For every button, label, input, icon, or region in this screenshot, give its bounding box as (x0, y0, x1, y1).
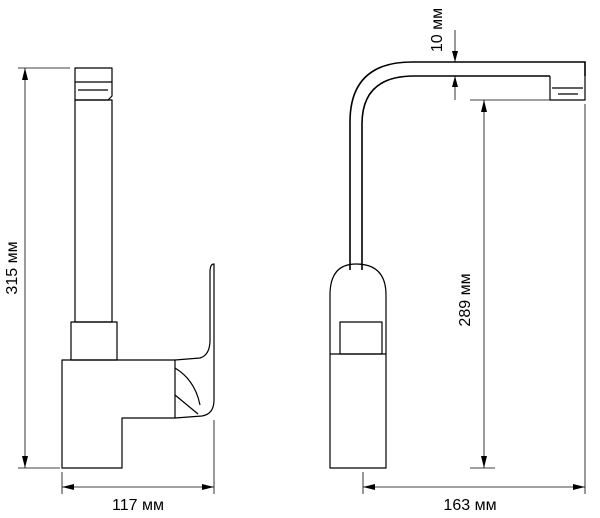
dim-width-side: 117 мм (112, 497, 164, 514)
front-collar (339, 321, 383, 355)
side-spout-top (74, 67, 113, 83)
front-view: 10 мм 289 мм 163 мм (329, 8, 586, 514)
front-aerator (549, 76, 586, 101)
side-collar (70, 321, 118, 361)
dim-spout-reach: 163 мм (443, 497, 496, 514)
front-spout-outer (349, 61, 586, 270)
dim-spout-thickness: 10 мм (429, 8, 446, 52)
side-aerator (74, 82, 113, 101)
front-body (329, 263, 387, 469)
dim-spout-height: 289 мм (457, 273, 474, 326)
front-spout-inner (361, 75, 550, 270)
side-body (61, 359, 176, 469)
dim-height-total: 315 мм (4, 241, 21, 294)
side-lever (174, 263, 215, 419)
side-column (74, 99, 113, 323)
side-view: 315 мм 117 мм (4, 67, 215, 514)
